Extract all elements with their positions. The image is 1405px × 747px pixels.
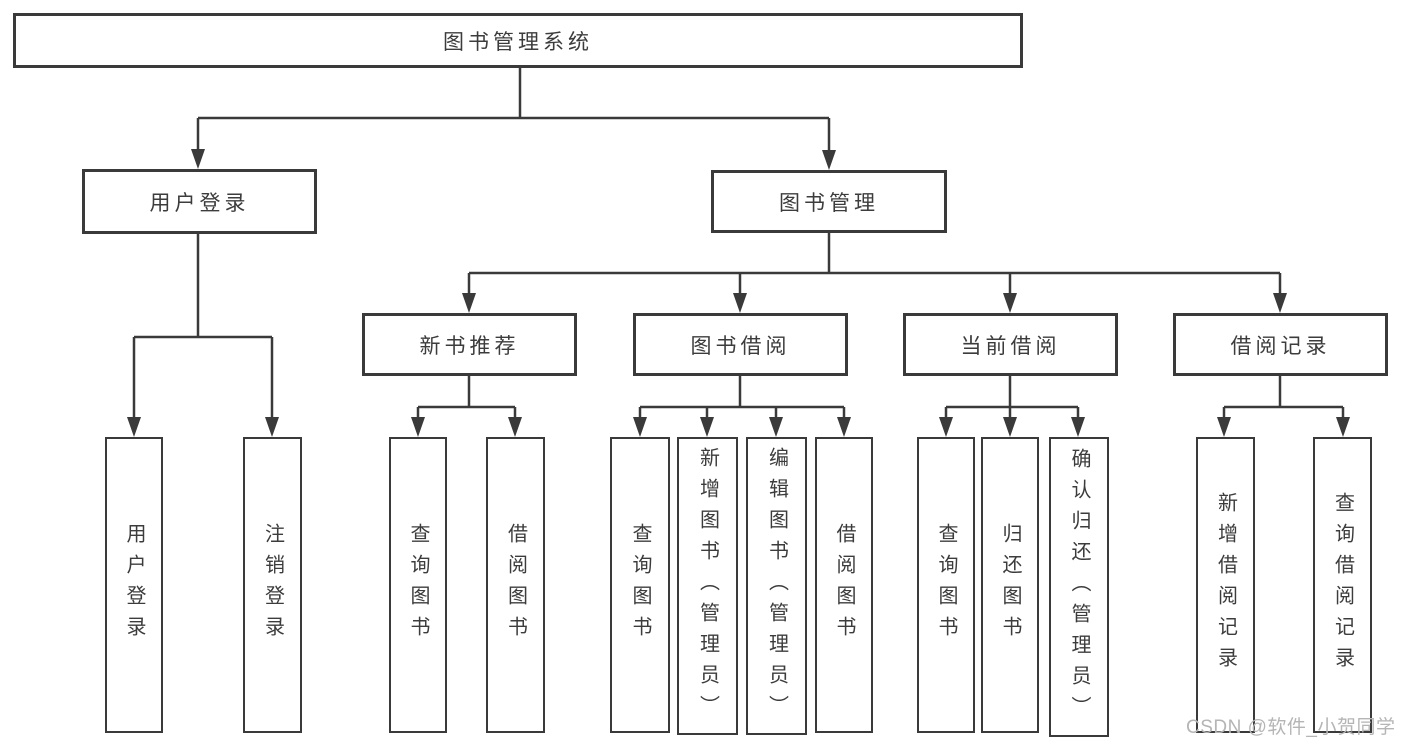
arrowhead <box>1071 417 1085 437</box>
leaf-record-query-record: 查询借阅记录 <box>1313 437 1372 733</box>
connector-book-mgmt-to-level3 <box>467 233 1282 294</box>
leaf-borrow-query-book: 查询图书 <box>610 437 670 733</box>
arrowhead <box>822 150 836 170</box>
connector-new-book-rec-to-leaves <box>416 376 517 418</box>
leaf-current-confirm-return: 确认归还（管理员） <box>1049 437 1109 737</box>
node-book-management: 图书管理 <box>711 170 947 233</box>
arrowhead <box>127 417 141 437</box>
node-user-login: 用户登录 <box>82 169 317 234</box>
arrowhead <box>633 417 647 437</box>
connector-book-borrow-to-leaves <box>638 376 846 418</box>
arrowhead <box>700 417 714 437</box>
connector-current-borrow-to-leaves <box>944 376 1080 418</box>
leaf-logout: 注销登录 <box>243 437 302 733</box>
connector-borrow-record-to-leaves <box>1222 376 1345 418</box>
arrowhead <box>191 149 205 169</box>
connector-root-to-level2 <box>196 68 831 151</box>
arrowhead <box>1273 293 1287 313</box>
node-new-book-recommend: 新书推荐 <box>362 313 577 376</box>
leaf-record-add-record: 新增借阅记录 <box>1196 437 1255 733</box>
arrowhead <box>769 417 783 437</box>
leaf-user-login: 用户登录 <box>105 437 163 733</box>
leaf-newrec-query-book: 查询图书 <box>389 437 447 733</box>
watermark-text: CSDN @软件_小贺同学 <box>1186 717 1396 738</box>
arrowhead <box>1217 417 1231 437</box>
leaf-borrow-edit-book: 编辑图书（管理员） <box>746 437 807 735</box>
node-root: 图书管理系统 <box>13 13 1023 68</box>
arrowhead <box>1003 293 1017 313</box>
leaf-current-return-book: 归还图书 <box>981 437 1039 733</box>
arrowhead <box>508 417 522 437</box>
connector-user-login-to-leaves <box>132 234 274 418</box>
arrowhead <box>1003 417 1017 437</box>
arrowhead <box>733 293 747 313</box>
leaf-current-query-book: 查询图书 <box>917 437 975 733</box>
arrowhead <box>411 417 425 437</box>
leaf-borrow-add-book: 新增图书（管理员） <box>677 437 738 735</box>
arrowhead <box>462 293 476 313</box>
arrowhead <box>939 417 953 437</box>
leaf-borrow-borrow-book: 借阅图书 <box>815 437 873 733</box>
arrowhead <box>837 417 851 437</box>
node-borrow-record: 借阅记录 <box>1173 313 1388 376</box>
node-book-borrow: 图书借阅 <box>633 313 848 376</box>
node-current-borrow: 当前借阅 <box>903 313 1118 376</box>
arrowhead <box>265 417 279 437</box>
arrowhead <box>1336 417 1350 437</box>
leaf-newrec-borrow-book: 借阅图书 <box>486 437 545 733</box>
